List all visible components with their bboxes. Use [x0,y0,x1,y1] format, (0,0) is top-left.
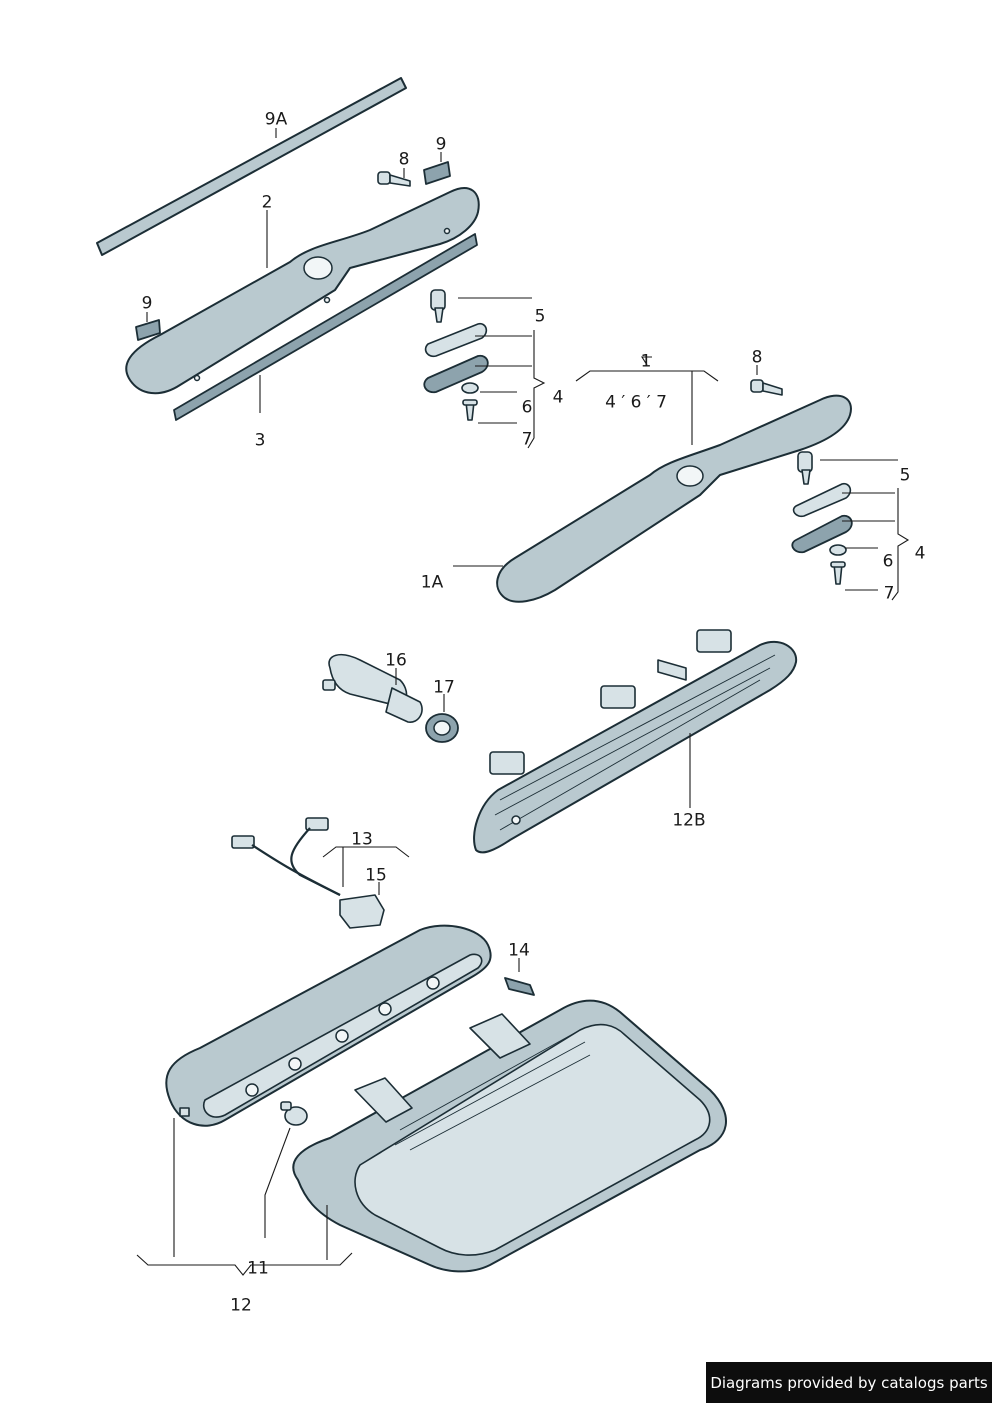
leader-lines [136,128,910,1276]
lamp-cover-12 [292,999,727,1273]
callout-9-top: 9 [435,134,447,155]
callout-13: 13 [351,829,373,850]
clip-14 [504,977,535,996]
housing-2 [125,187,480,395]
callout-12: 12 [230,1295,252,1316]
callout-8-right: 8 [751,347,763,368]
callout-2: 2 [261,192,273,213]
callout-5-right: 5 [899,465,911,486]
fastener-set-left [423,289,489,421]
callout-1: 1 [640,351,652,372]
callout-16: 16 [385,650,407,671]
connector-15 [339,894,385,929]
wiring-harness-13 [231,817,341,896]
callout-4-6-7: 4 ′ 6 ′ 7 [605,392,667,413]
callout-5-left: 5 [534,306,546,327]
callout-15: 15 [365,865,387,886]
callout-9A: 9A [264,109,288,130]
fastener-set-right [791,451,853,585]
callout-11: 11 [247,1258,269,1279]
callout-17: 17 [433,677,455,698]
callout-8-top: 8 [398,149,410,170]
callout-7-right: 7 [883,583,895,604]
callout-7-left: 7 [521,429,533,450]
callout-6-left: 6 [521,397,533,418]
callout-9-left: 9 [141,293,153,314]
callout-14: 14 [508,940,530,961]
callout-4-right: 4 [914,543,926,564]
callout-6-right: 6 [882,551,894,572]
housing-1A [496,394,852,603]
credit-banner: Diagrams provided by catalogs parts [706,1362,992,1403]
screw-8-right [750,379,783,396]
trim-strip-9A [96,77,407,256]
callout-12B: 12B [672,810,706,831]
callout-1A: 1A [420,572,444,593]
bulb-11 [280,1101,308,1126]
led-light-bar-12B [473,629,798,854]
callout-4-left: 4 [552,387,564,408]
callout-3: 3 [254,430,266,451]
bulb-holder-16 [322,653,423,723]
seal-strip-3 [173,233,478,421]
adhesive-pad-9-left [135,319,161,341]
adhesive-pad-9-top [423,161,451,185]
lamp-housing-11 [165,924,492,1127]
screw-8-top [377,171,411,187]
gasket-ring-17 [425,713,459,743]
